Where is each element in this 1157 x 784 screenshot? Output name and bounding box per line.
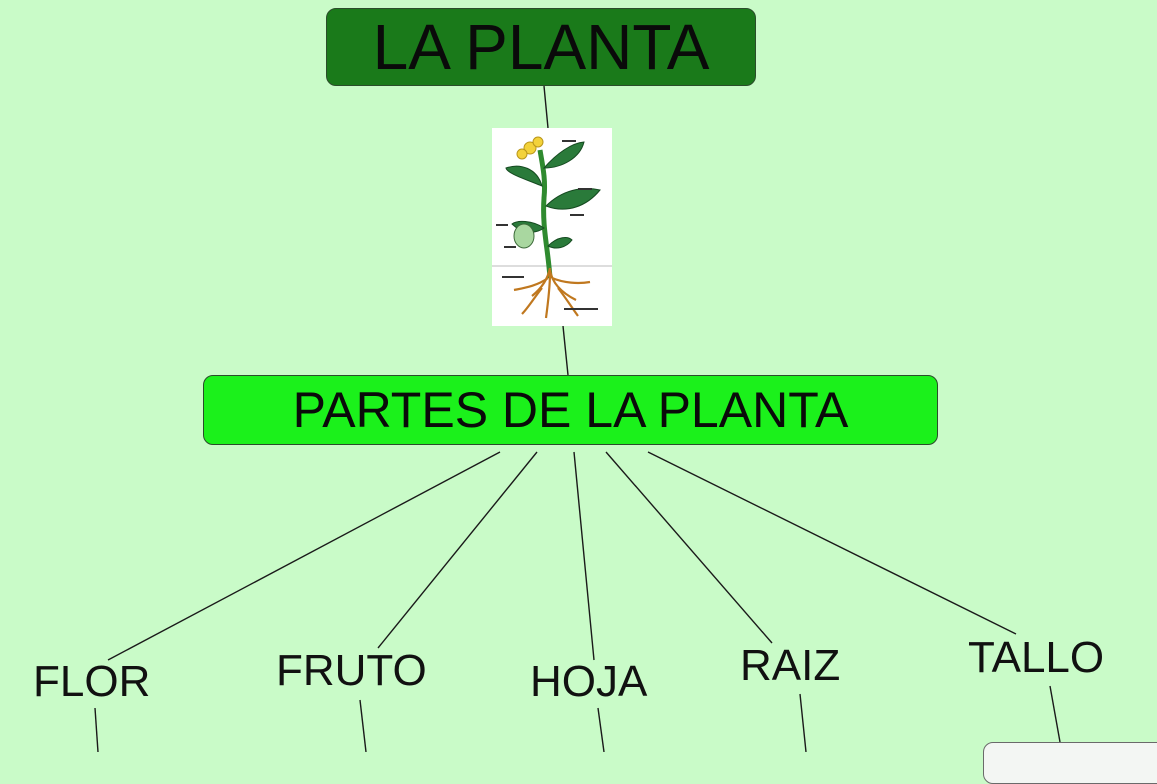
connector-image-to-parts <box>562 325 569 376</box>
leaf-fruto-label: FRUTO <box>276 646 427 695</box>
leaf-fruto[interactable]: FRUTO <box>276 649 427 693</box>
connector-parts-to-hoja <box>573 451 595 661</box>
partial-offscreen-node[interactable] <box>983 742 1157 784</box>
connector-raiz-down <box>799 693 807 752</box>
connector-parts-to-raiz <box>605 451 773 644</box>
leaf-hoja[interactable]: HOJA <box>530 660 647 704</box>
leaf-raiz-label: RAIZ <box>740 641 841 690</box>
connector-flor-down <box>94 707 99 752</box>
connector-parts-to-flor <box>107 451 501 661</box>
connector-fruto-down <box>359 699 367 752</box>
connector-tallo-down <box>1049 685 1061 743</box>
leaf-flor-label: FLOR <box>33 657 151 706</box>
connector-parts-to-tallo <box>647 451 1017 635</box>
connector-root-to-image <box>543 85 549 129</box>
connector-hoja-down <box>597 707 605 752</box>
concept-map-connectors <box>94 85 1061 752</box>
leaf-raiz[interactable]: RAIZ <box>740 644 840 688</box>
root-concept-label: LA PLANTA <box>372 11 710 83</box>
root-concept-node[interactable]: LA PLANTA <box>326 8 756 86</box>
connector-parts-to-fruto <box>377 451 538 649</box>
leaf-tallo-label: TALLO <box>968 633 1105 682</box>
plant-illustration <box>492 136 612 319</box>
parts-concept-label: PARTES DE LA PLANTA <box>292 382 849 438</box>
plant-diagram-image <box>492 128 612 326</box>
leaf-hoja-label: HOJA <box>530 657 648 706</box>
leaf-flor[interactable]: FLOR <box>33 660 150 704</box>
parts-concept-node[interactable]: PARTES DE LA PLANTA <box>203 375 938 445</box>
leaf-tallo[interactable]: TALLO <box>968 636 1104 680</box>
